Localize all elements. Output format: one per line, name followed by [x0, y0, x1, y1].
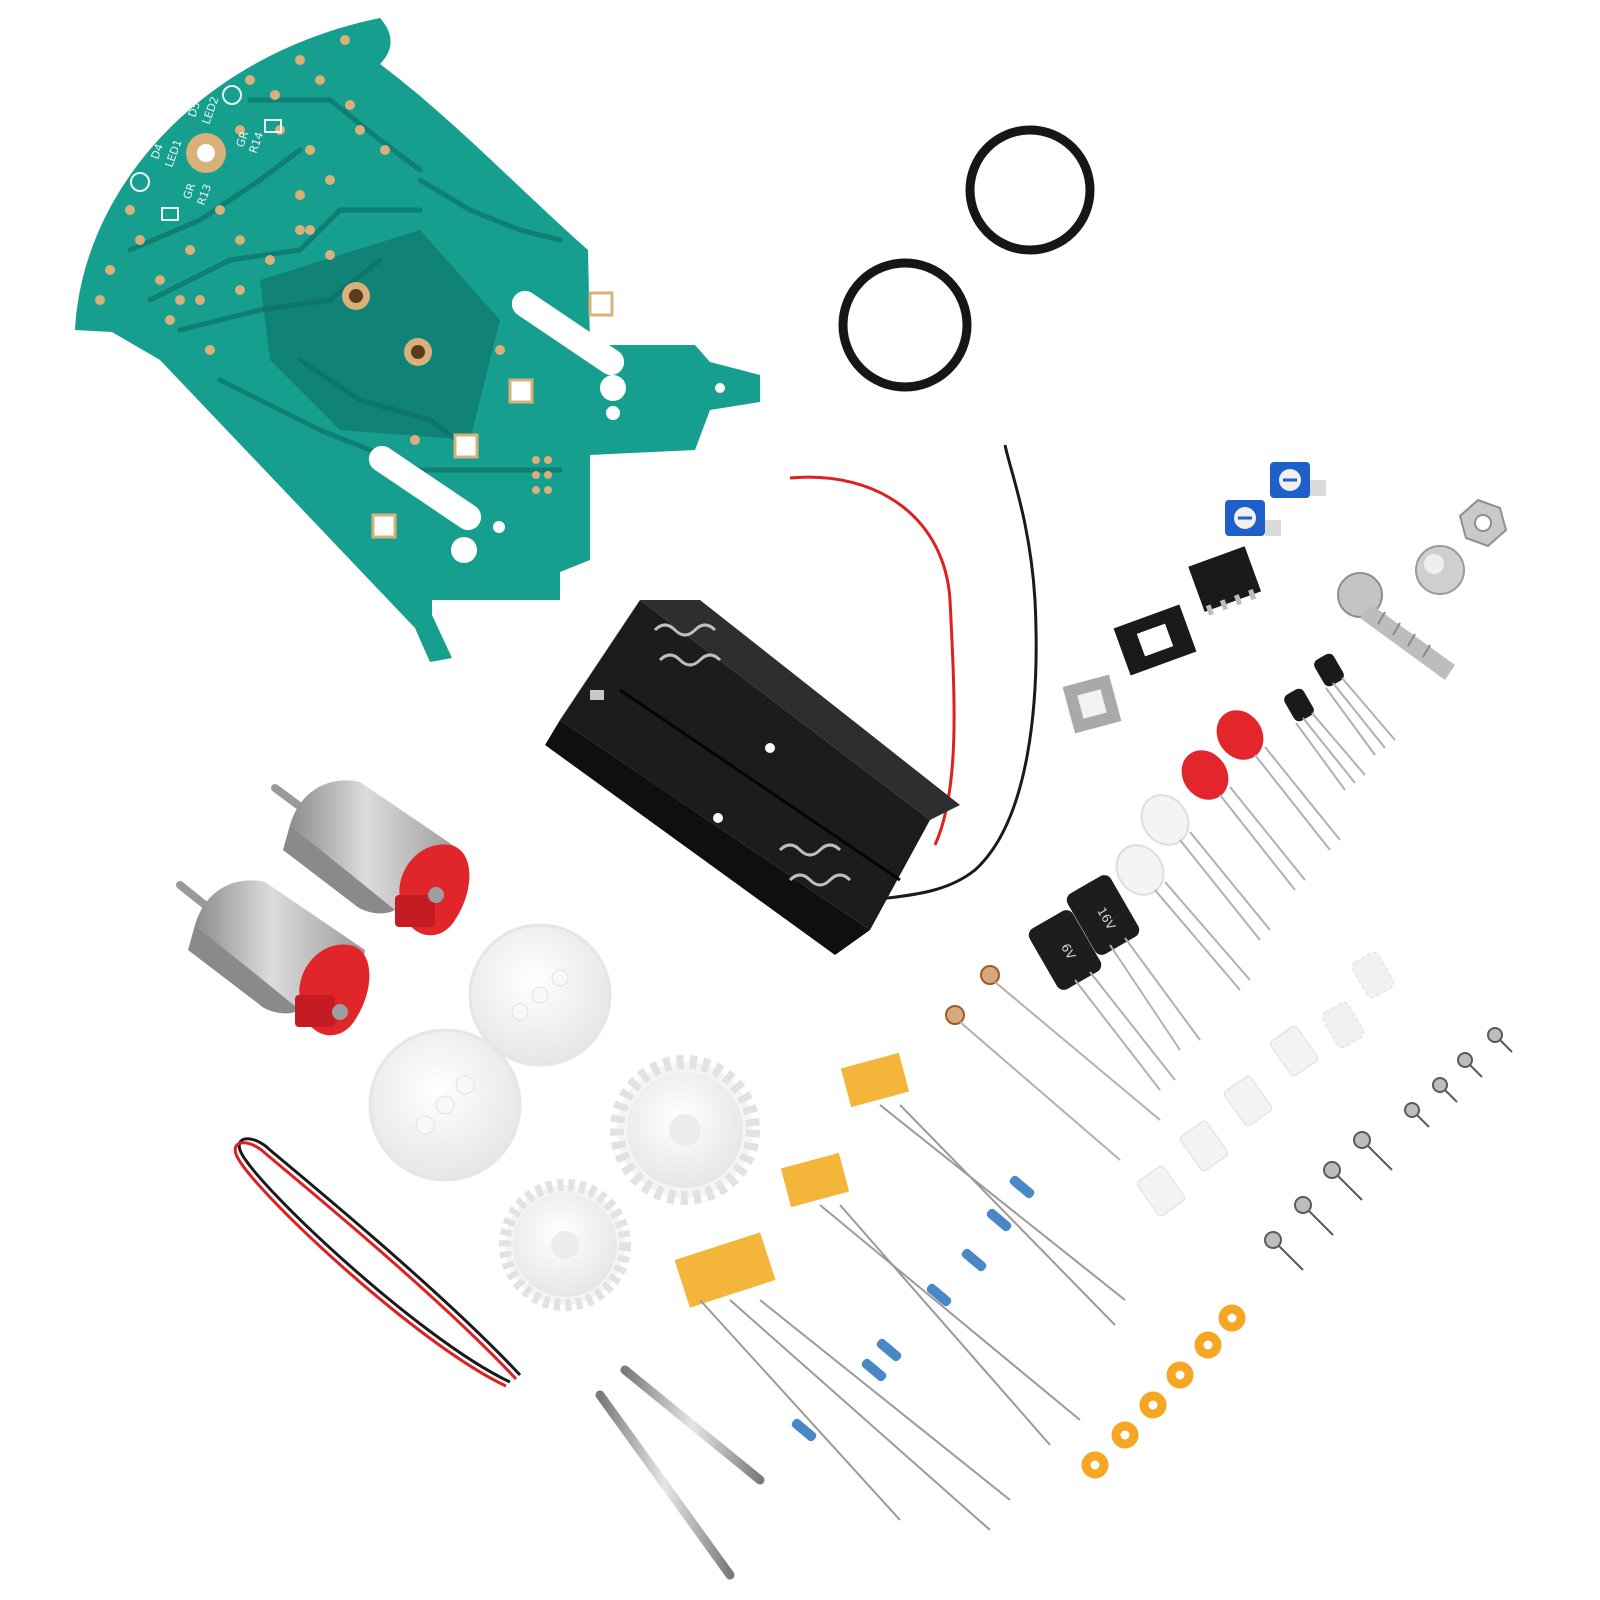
battery-holder — [545, 444, 1038, 955]
hex-nut — [1458, 498, 1508, 548]
pcb-solder-pads — [95, 35, 552, 494]
o-ring — [838, 258, 972, 392]
bolt — [1337, 572, 1455, 680]
clear-led — [1140, 794, 1271, 941]
red-led — [1181, 750, 1306, 891]
motor — [271, 780, 470, 936]
ic-socket — [1113, 604, 1197, 676]
jumper-wire — [233, 1137, 522, 1388]
plastic-wheel — [368, 1028, 522, 1182]
electrolytic-capacitor: 6V — [1028, 910, 1176, 1091]
worm-gear — [1321, 951, 1395, 1049]
photoresistors — [945, 965, 1161, 1161]
push-switch — [1062, 674, 1122, 734]
cap-nut — [1415, 545, 1465, 595]
motor — [176, 880, 370, 1036]
potentiometer — [1270, 462, 1326, 498]
pcb-label-d5: D5 — [186, 100, 204, 119]
potentiometer — [1225, 500, 1281, 536]
pcb-label-d4: D4 — [149, 142, 167, 161]
spur-gear — [499, 1179, 631, 1311]
clear-led — [1115, 844, 1251, 991]
resistor-strips — [674, 1052, 1126, 1531]
pcb-board: D4 LED1 D5 LED2 GR R13 GR R14 — [75, 18, 760, 662]
o-ring — [965, 125, 1095, 255]
o-rings — [838, 125, 1095, 392]
pcb-label-gr-2: GR — [234, 129, 252, 149]
axle-rods — [595, 1365, 765, 1580]
transistor — [1314, 653, 1396, 756]
red-led — [1216, 710, 1341, 851]
ic-chip — [1188, 546, 1262, 616]
transistor — [1284, 688, 1366, 791]
orange-washers — [1081, 1304, 1246, 1479]
plastic-wheel — [468, 923, 612, 1067]
plastic-couplers — [1136, 1025, 1319, 1217]
screws — [1264, 1027, 1513, 1271]
electrolytic-capacitor: 16V — [1066, 875, 1201, 1051]
pcb-label-gr-1: GR — [181, 181, 199, 201]
spur-gear — [610, 1055, 760, 1205]
